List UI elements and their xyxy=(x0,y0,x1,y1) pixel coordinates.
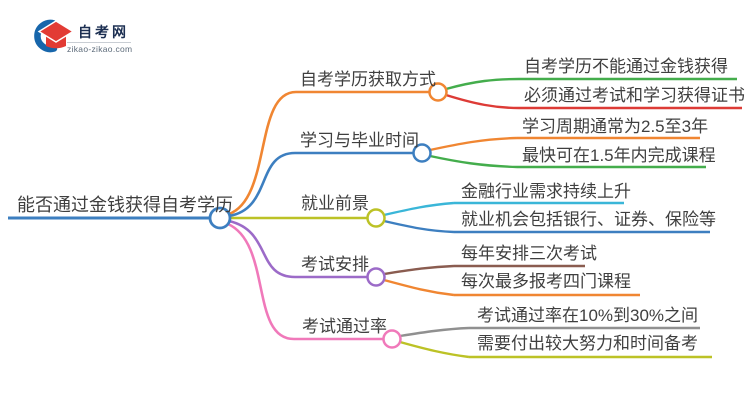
branch-4-child-1-label: 每年安排三次考试 xyxy=(461,244,597,263)
logo-swoosh xyxy=(34,19,58,53)
branch-4-node xyxy=(366,267,386,287)
branch-3-node xyxy=(366,208,386,228)
branch-5-node xyxy=(382,329,402,349)
branch-2-child-2-curve xyxy=(429,154,518,169)
branch-3-label: 就业前景 xyxy=(301,194,369,213)
site-domain: zikao-zikao.com xyxy=(67,44,133,54)
branch-1-child-1-label: 自考学历不能通过金钱获得 xyxy=(524,57,728,76)
branch-2-child-2-label: 最快可在1.5年内完成课程 xyxy=(522,146,716,165)
site-logo: 自考网 zikao-zikao.com xyxy=(28,13,158,59)
branch-1-child-2-curve xyxy=(445,93,520,110)
branch-4-curve xyxy=(228,219,296,279)
branch-2-child-1-label: 学习周期通常为2.5至3年 xyxy=(522,117,709,136)
branch-5-child-2-label: 需要付出较大努力和时间备考 xyxy=(477,334,698,353)
branch-5-curve xyxy=(227,222,295,341)
branch-3-child-1-label: 金融行业需求持续上升 xyxy=(461,182,631,201)
root-label: 能否通过金钱获得自考学历 xyxy=(17,195,233,215)
branch-1-node xyxy=(428,82,448,102)
branch-4-child-1-curve xyxy=(383,264,455,276)
branch-4-label: 考试安排 xyxy=(301,255,369,274)
branch-3-child-1-curve xyxy=(383,201,455,217)
branch-5-child-1-label: 考试通过率在10%到30%之间 xyxy=(477,306,699,325)
branch-1-curve xyxy=(228,90,297,216)
branch-1-child-1-curve xyxy=(445,77,520,91)
logo-divider xyxy=(67,42,131,43)
branch-2-node xyxy=(412,143,432,163)
branch-5-child-2-curve xyxy=(399,340,470,359)
branch-2-curve xyxy=(228,151,296,218)
branch-5-label: 考试通过率 xyxy=(302,317,387,336)
branch-2-child-1-curve xyxy=(429,136,518,152)
branch-4-child-2-curve xyxy=(383,278,455,297)
branch-5-child-1-curve xyxy=(399,326,470,338)
branch-3-child-2-label: 就业机会包括银行、证券、保险等 xyxy=(461,210,716,229)
branch-1-child-2-label: 必须通过考试和学习获得证书 xyxy=(524,86,745,105)
branch-1-label: 自考学历获取方式 xyxy=(300,70,436,89)
site-name: 自考网 xyxy=(78,24,129,40)
root-node xyxy=(208,206,232,230)
branch-3-child-2-curve xyxy=(383,219,455,234)
graduation-cap-icon xyxy=(34,19,74,53)
cap-board xyxy=(37,20,74,43)
branch-4-child-2-label: 每次最多报考四门课程 xyxy=(461,272,631,291)
branch-2-label: 学习与毕业时间 xyxy=(300,131,419,150)
